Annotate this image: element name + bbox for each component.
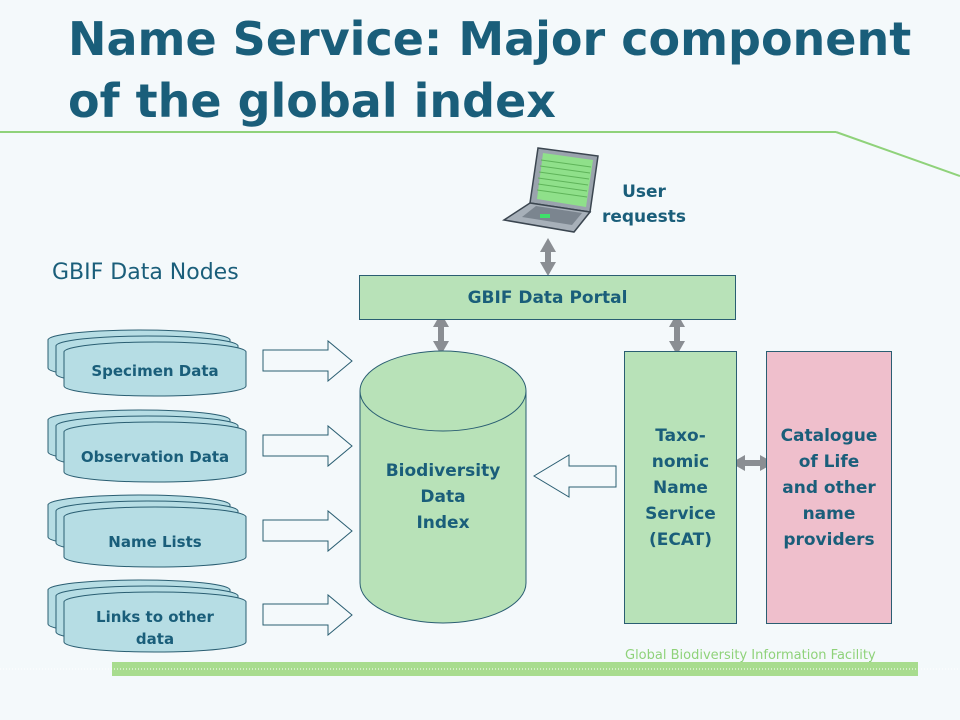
data-index-cylinder	[359, 350, 527, 624]
node-stack-specimen	[47, 329, 247, 397]
gbif-data-portal-box: GBIF Data Portal	[359, 275, 736, 320]
laptop-icon	[501, 147, 599, 233]
data-nodes-heading: GBIF Data Nodes	[52, 260, 239, 285]
header-rule-diagonal	[835, 131, 960, 177]
footer-text: Global Biodiversity Information Facility	[625, 648, 876, 663]
node-stack-namelists	[47, 494, 247, 568]
portal-label: GBIF Data Portal	[467, 287, 628, 308]
right-arrow-icon	[262, 339, 353, 637]
taxonomic-name-service-box: Taxo- nomic Name Service (ECAT)	[624, 351, 737, 624]
left-arrow-icon	[533, 454, 617, 498]
node-stack-observation	[47, 409, 247, 483]
node-label-specimen: Specimen Data	[91, 362, 219, 380]
node-stack-links	[47, 579, 247, 653]
node-label-links: Links to other data	[96, 608, 214, 648]
page-title: Name Service: Major component of the glo…	[68, 12, 912, 128]
footer-bar	[112, 662, 918, 676]
node-label-name-lists: Name Lists	[108, 533, 202, 551]
node-label-observation: Observation Data	[80, 448, 230, 466]
double-arrow-icon	[433, 238, 685, 355]
catalogue-of-life-box: Catalogue of Life and other name provide…	[766, 351, 892, 624]
user-requests-label: User requests	[601, 182, 687, 227]
double-arrow-icon	[731, 455, 774, 471]
data-index-label: Biodiversity Data Index	[385, 461, 501, 533]
